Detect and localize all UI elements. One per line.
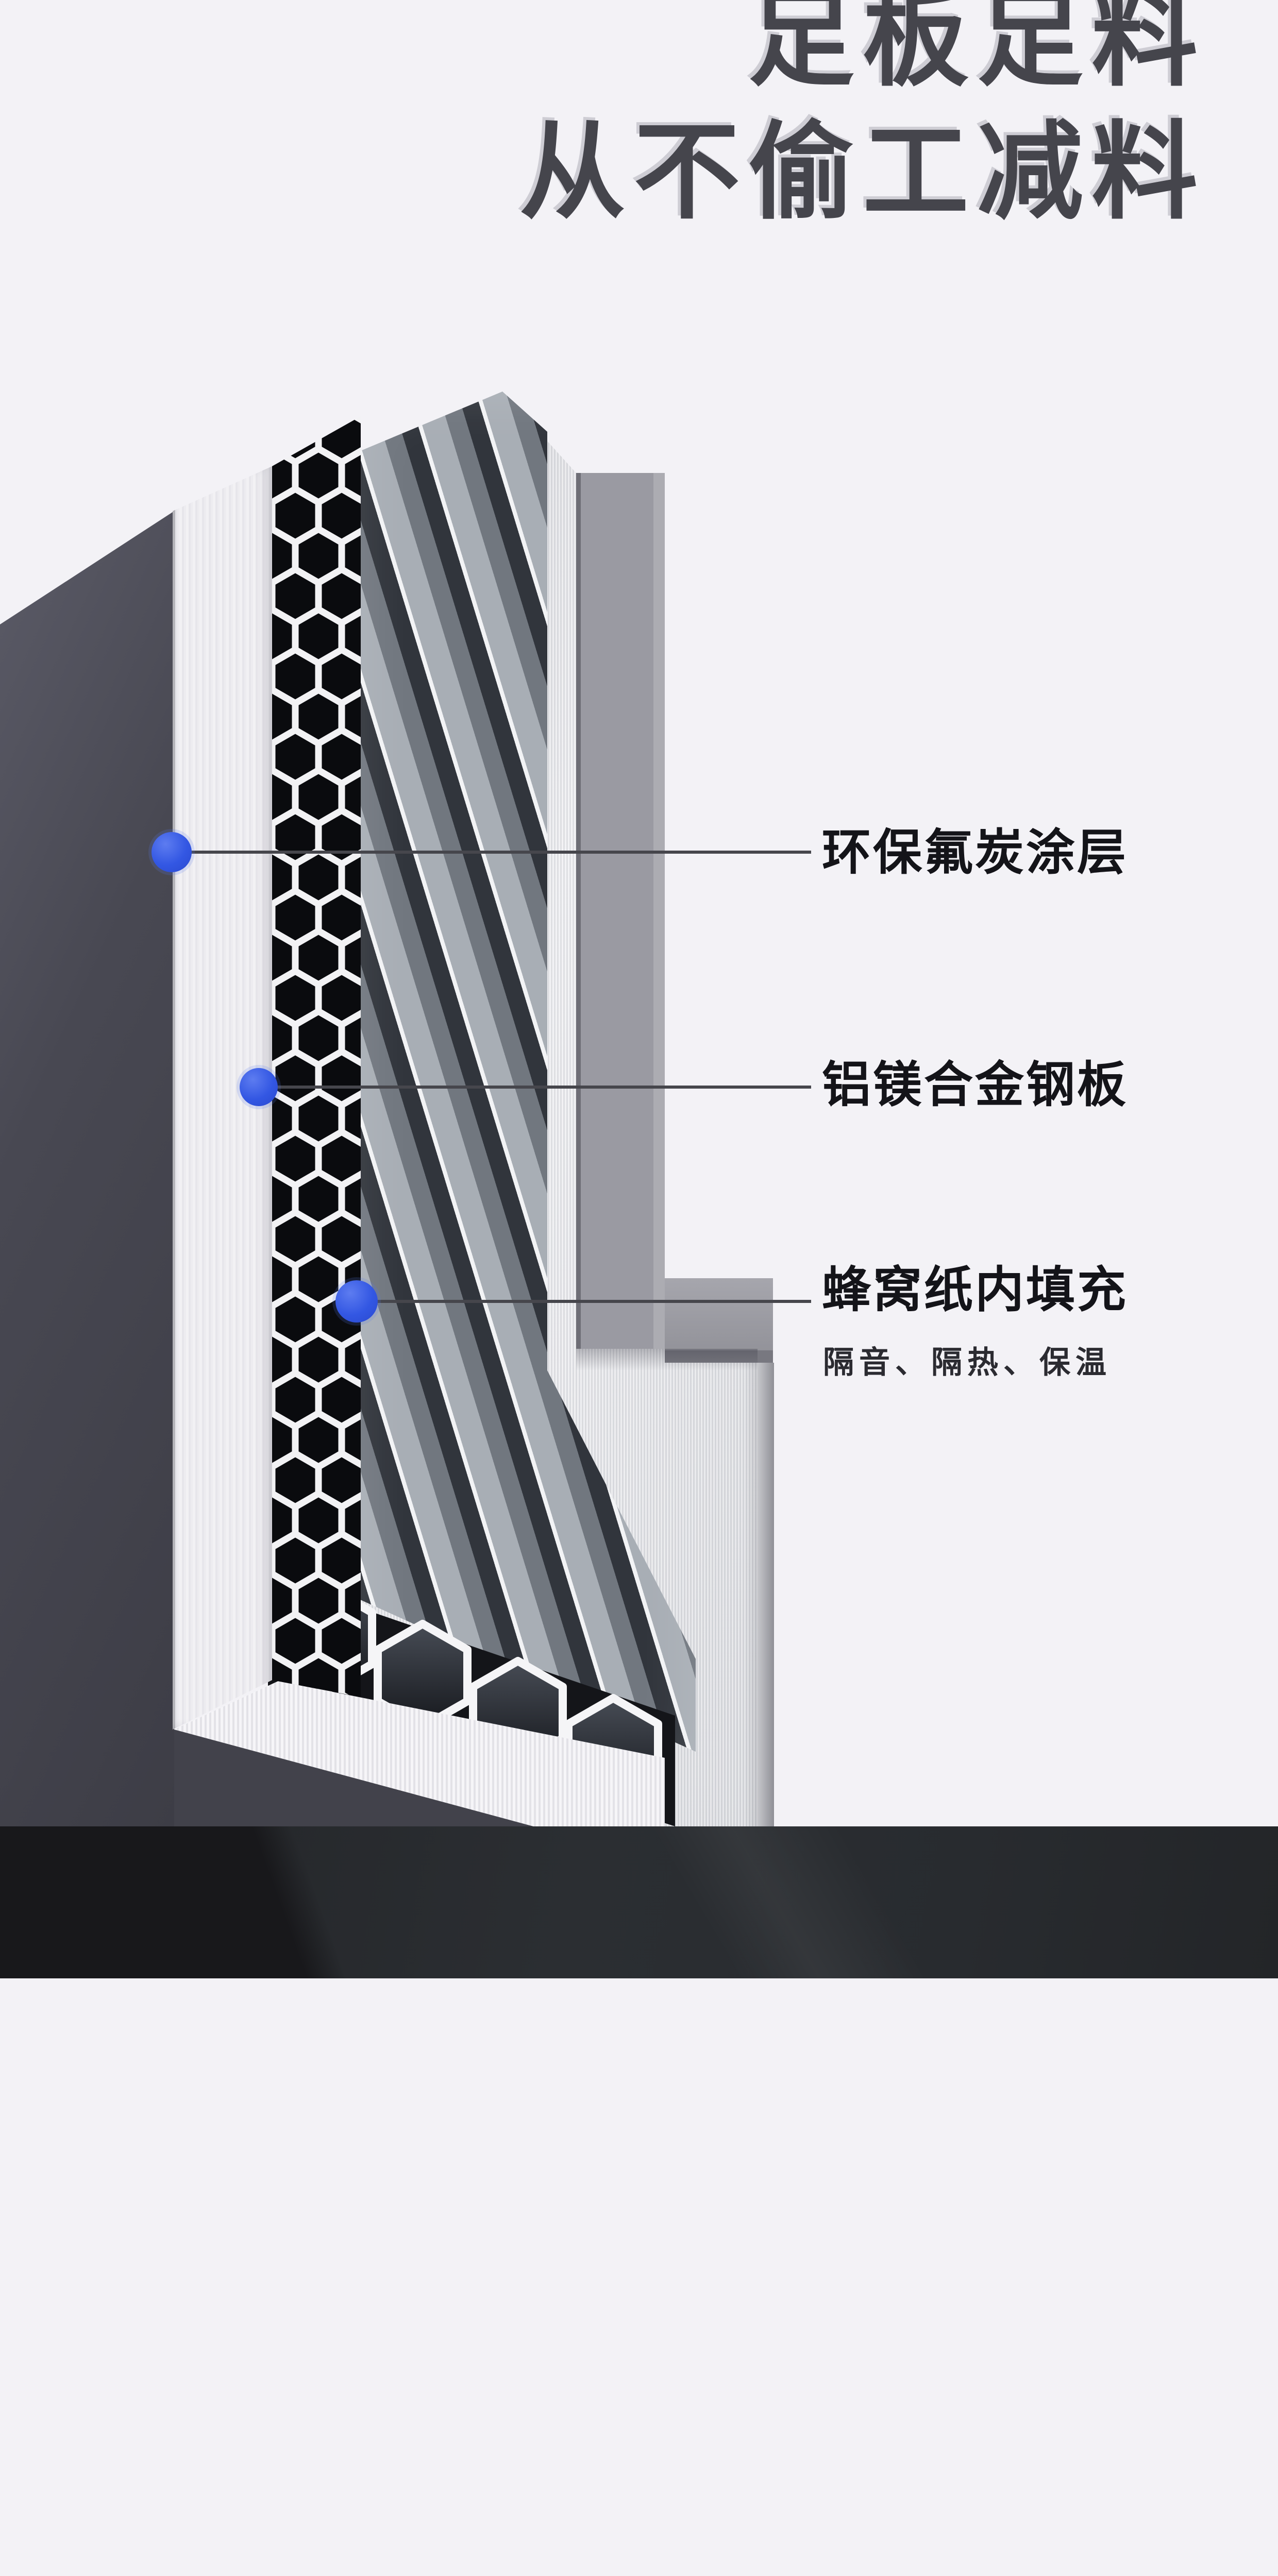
callout-sublabel-honeycomb: 隔音、隔热、保温 (823, 1345, 1112, 1380)
page-title: 足板足料 从不偷工减料 (519, 0, 1206, 239)
title-line-1: 足板足料 (748, 0, 1206, 98)
back-frame-arm (665, 1278, 773, 1350)
callout-line-alloy-plate (267, 1086, 811, 1089)
title-line-2: 从不偷工减料 (519, 112, 1206, 231)
marker-dot-honeycomb (335, 1280, 378, 1323)
marker-dot-alloy-plate (240, 1068, 278, 1106)
callout-label-coating: 环保氟炭涂层 (822, 825, 1129, 880)
back-frame-lower-flange (758, 1363, 774, 1826)
dark-outer-panel (0, 511, 174, 1826)
callout-label-honeycomb: 蜂窝纸内填充 (822, 1263, 1129, 1317)
back-frame-upper-slab (576, 473, 665, 1349)
arm-contact-shadow (576, 1349, 758, 1370)
marker-dot-coating (152, 832, 192, 872)
callout-label-alloy-plate: 铝镁合金钢板 (822, 1058, 1129, 1112)
honeycomb-core-strip (272, 416, 361, 1697)
callout-line-coating (181, 851, 811, 854)
callout-line-honeycomb (367, 1300, 811, 1303)
footer-band (0, 1826, 1278, 1978)
page: { "page": { "width": 2480, "height": 384… (0, 0, 1278, 1978)
flange-shadow (744, 1363, 758, 1826)
back-frame-arm-underside (665, 1350, 773, 1363)
